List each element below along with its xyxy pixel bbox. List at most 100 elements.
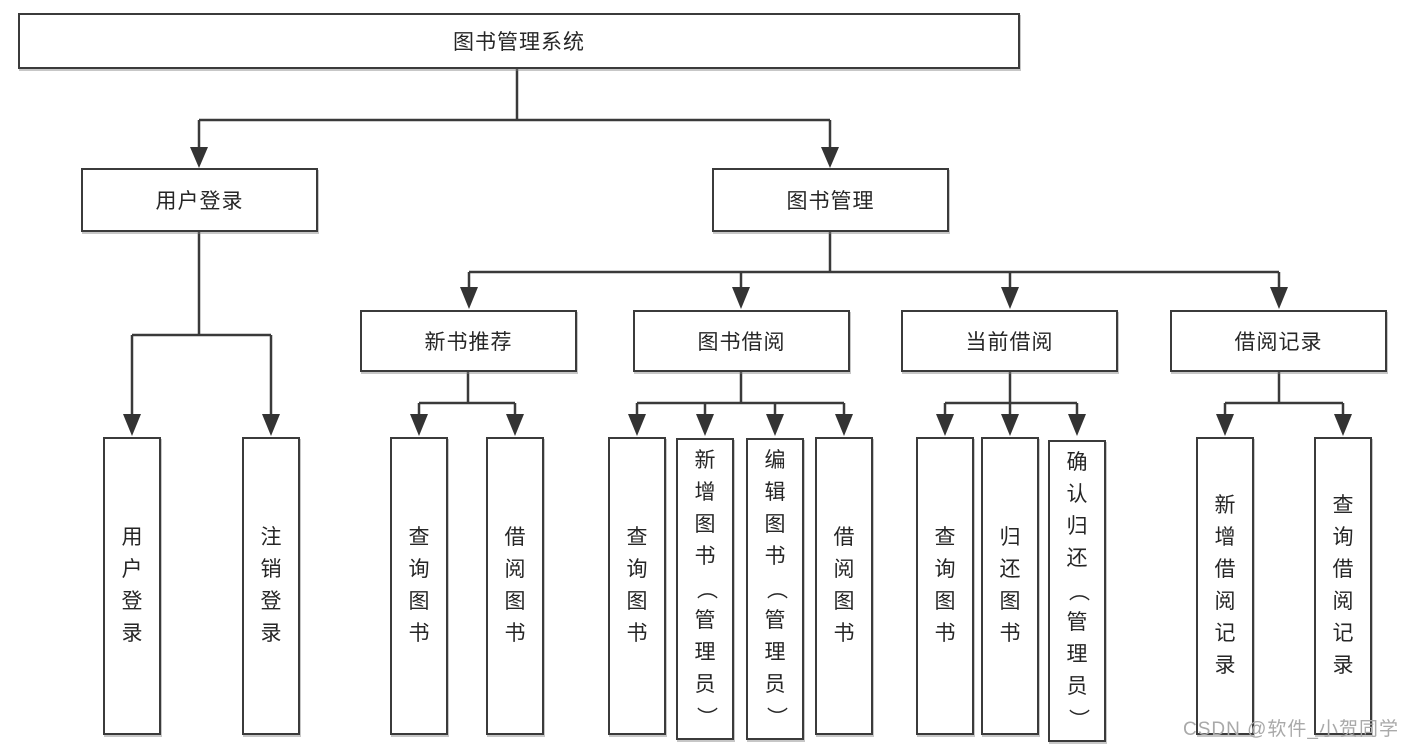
- vertical-char: 图: [999, 590, 1021, 613]
- vertical-char: 阅: [833, 558, 855, 581]
- connector-userlogin-to-leaves: [130, 232, 273, 416]
- vertical-char: 确: [1066, 451, 1088, 474]
- vertical-char: 借: [504, 526, 526, 549]
- vertical-char: 图: [694, 513, 716, 536]
- vertical-char: 书: [408, 622, 430, 645]
- vertical-char: 管: [1066, 611, 1088, 634]
- connector-borrowrecords-to-leaves: [1223, 372, 1345, 416]
- vertical-char: 增: [694, 481, 716, 504]
- vertical-char: 询: [626, 558, 648, 581]
- node-leaf-user-login: 用户登录: [103, 437, 161, 735]
- vertical-char: 查: [626, 526, 648, 549]
- vertical-char: 管: [694, 609, 716, 632]
- vertical-char: 销: [260, 558, 282, 581]
- vertical-char: 图: [764, 513, 786, 536]
- vertical-char: 书: [934, 622, 956, 645]
- vertical-char: 录: [1332, 654, 1354, 677]
- csdn-watermark: CSDN @软件_小贺同学: [1183, 719, 1399, 740]
- vertical-char: 还: [999, 558, 1021, 581]
- vertical-char: 询: [408, 558, 430, 581]
- node-leaf-query-books-borrow: 查询图书: [608, 437, 666, 735]
- node-book-management-group: 图书管理: [712, 168, 949, 232]
- connector-currentborrow-to-leaves: [943, 372, 1079, 416]
- vertical-char: 书: [833, 622, 855, 645]
- vertical-char: 借: [1332, 558, 1354, 581]
- node-leaf-add-borrow-record: 新增借阅记录: [1196, 437, 1254, 735]
- node-leaf-logout: 注销登录: [242, 437, 300, 735]
- vertical-char: 借: [1214, 558, 1236, 581]
- vertical-char: 书: [694, 545, 716, 568]
- node-leaf-return-books: 归还图书: [981, 437, 1039, 735]
- vertical-char: 图: [626, 590, 648, 613]
- vertical-char: 理: [764, 641, 786, 664]
- node-label: 借阅记录: [1234, 331, 1323, 354]
- vertical-char: 归: [999, 526, 1021, 549]
- node-leaf-add-books-admin: 新增图书 （ 管理员 ）: [676, 438, 734, 740]
- vertical-char: （: [764, 578, 787, 600]
- vertical-char: 阅: [1214, 590, 1236, 613]
- connector-newbook-to-leaves: [417, 372, 517, 416]
- node-label: 图书借阅: [697, 331, 786, 354]
- node-label: 新书推荐: [424, 331, 513, 354]
- vertical-char: ）: [1066, 708, 1089, 730]
- vertical-char: 员: [694, 673, 716, 696]
- vertical-char: 辑: [764, 481, 786, 504]
- vertical-char: 询: [934, 558, 956, 581]
- vertical-char: 阅: [1332, 590, 1354, 613]
- vertical-char: 录: [260, 622, 282, 645]
- node-borrow-records: 借阅记录: [1170, 310, 1387, 372]
- node-root-label: 图书管理系统: [453, 31, 585, 54]
- node-leaf-borrow-books-borrow: 借阅图书: [815, 437, 873, 735]
- arrow-down-icons: [123, 147, 1352, 436]
- node-label: 当前借阅: [965, 331, 1054, 354]
- vertical-char: 员: [1066, 675, 1088, 698]
- node-leaf-query-borrow-record: 查询借阅记录: [1314, 437, 1372, 735]
- connector-bookborrow-to-leaves: [635, 372, 846, 416]
- node-new-book-recommend: 新书推荐: [360, 310, 577, 372]
- vertical-char: （: [1066, 580, 1089, 602]
- vertical-char: 登: [121, 590, 143, 613]
- node-leaf-query-books-current: 查询图书: [916, 437, 974, 735]
- node-book-borrow: 图书借阅: [633, 310, 850, 372]
- node-root: 图书管理系统: [18, 13, 1020, 69]
- vertical-char: 新: [1214, 494, 1236, 517]
- vertical-char: 查: [408, 526, 430, 549]
- vertical-char: 归: [1066, 515, 1088, 538]
- node-leaf-edit-books-admin: 编辑图书（管理员）: [746, 438, 804, 740]
- vertical-char: 认: [1066, 483, 1088, 506]
- vertical-char: 阅: [504, 558, 526, 581]
- vertical-char: 图: [833, 590, 855, 613]
- vertical-char: 书: [999, 622, 1021, 645]
- connector-bookmgmt-to-level3: [467, 232, 1281, 289]
- vertical-char: 借: [833, 526, 855, 549]
- vertical-char: 户: [121, 558, 143, 581]
- vertical-char: 登: [260, 590, 282, 613]
- vertical-char: 录: [121, 622, 143, 645]
- vertical-char: 书: [626, 622, 648, 645]
- vertical-char: 图: [504, 590, 526, 613]
- vertical-char: 查: [1332, 494, 1354, 517]
- node-current-borrow: 当前借阅: [901, 310, 1118, 372]
- node-leaf-borrow-books-recommend: 借阅图书: [486, 437, 544, 735]
- node-label: 图书管理: [786, 190, 875, 213]
- vertical-char: 注: [260, 526, 282, 549]
- node-label: 用户登录: [155, 190, 244, 213]
- vertical-char: ）: [694, 706, 717, 728]
- vertical-char: 查: [934, 526, 956, 549]
- vertical-char: （: [694, 578, 717, 600]
- vertical-char: 记: [1214, 622, 1236, 645]
- vertical-char: 员: [764, 673, 786, 696]
- vertical-char: 录: [1214, 654, 1236, 677]
- vertical-char: 新: [694, 449, 716, 472]
- vertical-char: 书: [764, 545, 786, 568]
- vertical-char: 理: [694, 641, 716, 664]
- node-leaf-confirm-return-admin: 确认归还 （ 管理员 ）: [1048, 440, 1106, 742]
- vertical-char: 还: [1066, 547, 1088, 570]
- vertical-char: 记: [1332, 622, 1354, 645]
- vertical-char: 理: [1066, 643, 1088, 666]
- vertical-char: 增: [1214, 526, 1236, 549]
- node-user-login-group: 用户登录: [81, 168, 318, 232]
- vertical-char: 书: [504, 622, 526, 645]
- vertical-char: 编: [764, 449, 786, 472]
